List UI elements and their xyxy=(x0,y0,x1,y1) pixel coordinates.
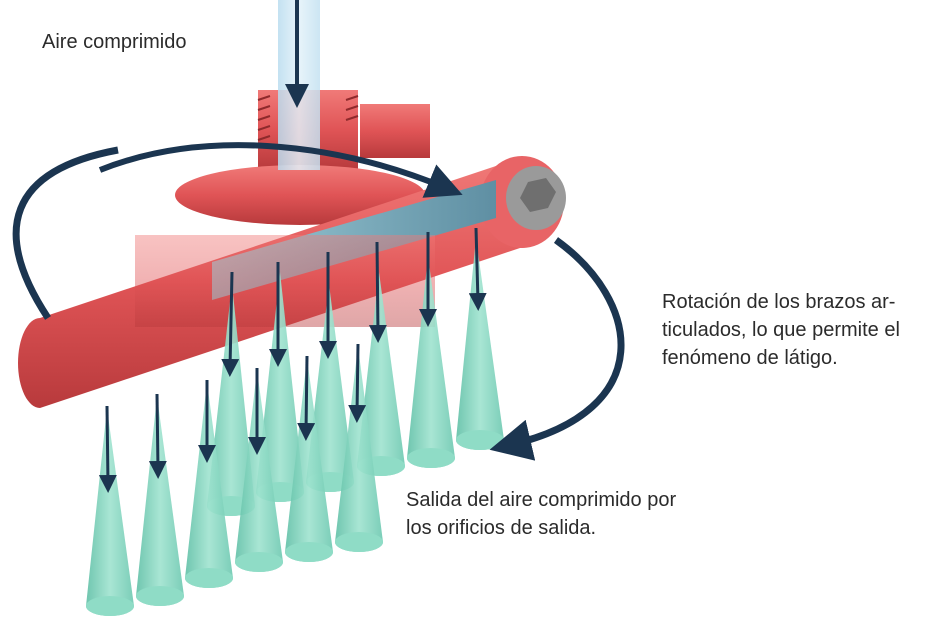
label-compressed-air: Aire comprimido xyxy=(42,31,187,53)
outlet-flow-arrows xyxy=(98,227,487,493)
nozzle-body xyxy=(18,156,566,408)
cone-front-6 xyxy=(86,408,134,616)
top-fitting xyxy=(175,90,430,225)
label-arm-rotation: Rotación de los brazos ar- ticulados, lo… xyxy=(662,291,900,369)
cone-front-3 xyxy=(235,370,283,572)
rotation-arrow-left xyxy=(12,146,119,320)
label-air-outlet: Salida del aire comprimido por los orifi… xyxy=(406,489,677,539)
cone-back-1 xyxy=(456,238,504,450)
cone-back-2 xyxy=(407,256,455,468)
cone-front-2 xyxy=(285,358,333,562)
cone-front-1 xyxy=(335,346,383,552)
rotation-arrow-right xyxy=(489,237,625,461)
nozzle-cones xyxy=(86,238,504,616)
bore-flow-arrow xyxy=(98,142,463,198)
cone-front-5 xyxy=(136,396,184,606)
cone-front-4 xyxy=(185,382,233,588)
